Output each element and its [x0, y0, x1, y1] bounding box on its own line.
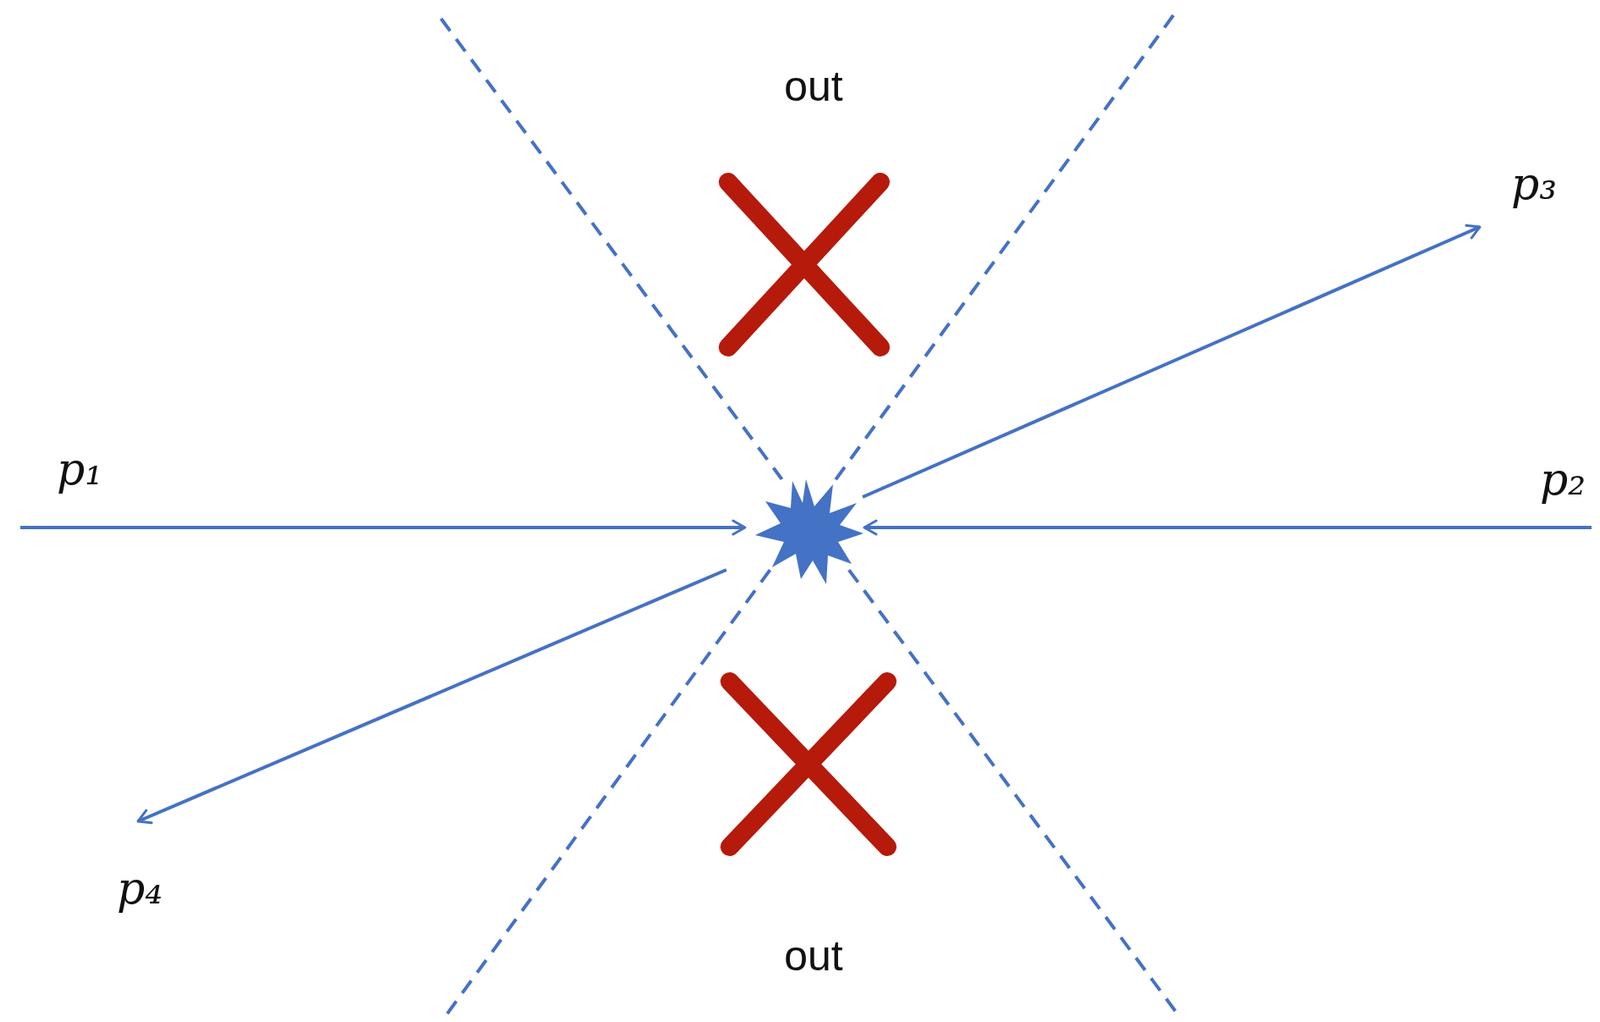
momentum-arrows — [20, 226, 1592, 822]
momentum-label: p₄ — [116, 866, 163, 911]
forbidden-cross — [728, 182, 888, 847]
collision-star — [755, 479, 864, 585]
momentum-label: p₂ — [1539, 457, 1586, 502]
cut-boundary — [441, 15, 1179, 1016]
momentum-label: p₃ — [1511, 161, 1557, 206]
region-label: out — [783, 934, 844, 977]
region-label: out — [783, 65, 844, 108]
momentum-label: p₁ — [56, 446, 103, 492]
